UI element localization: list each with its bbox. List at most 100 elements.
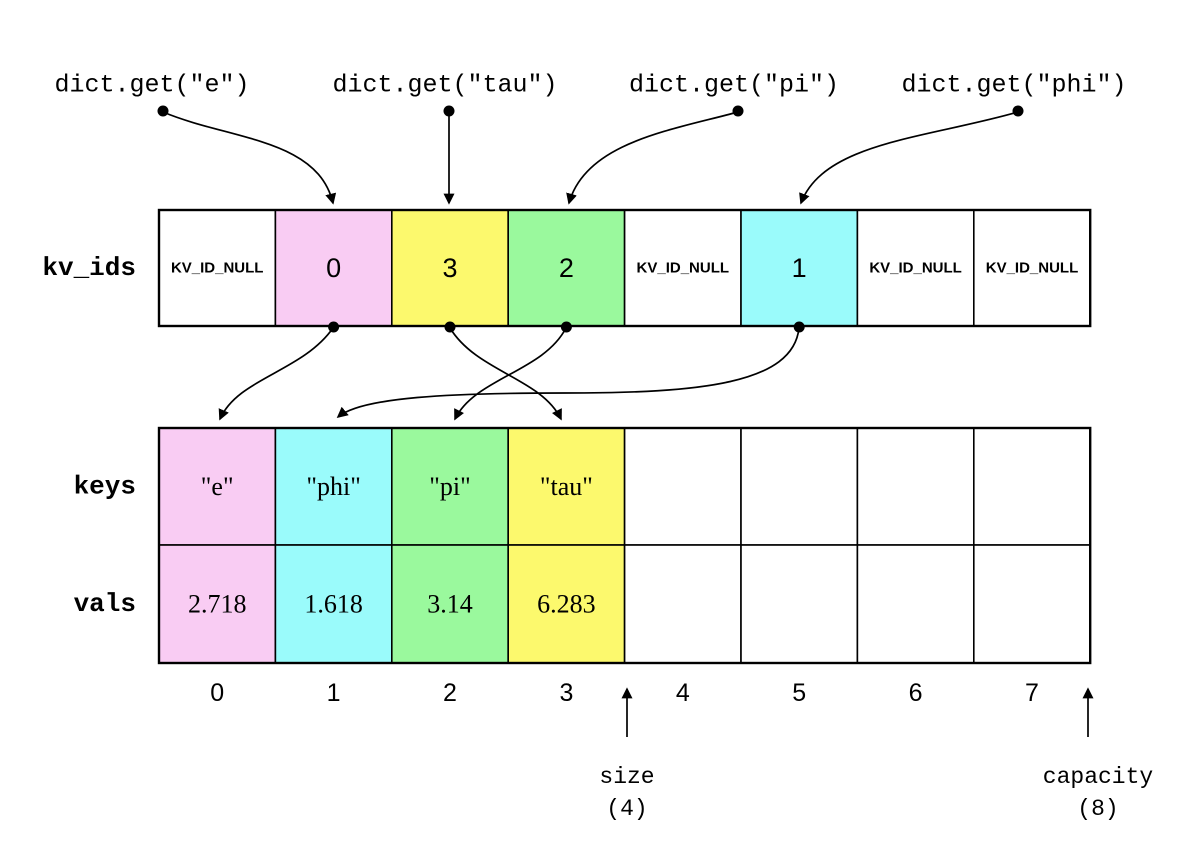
vals-cell-3-box	[507, 544, 626, 664]
kv-ids-cell-4-value: KV_ID_NULL	[637, 260, 730, 277]
index-6: 6	[909, 679, 923, 707]
query-dot-phi	[1012, 105, 1024, 117]
keys-cell-2: "pi"	[390, 427, 509, 546]
keys-row-label: keys	[74, 472, 136, 502]
kv-ids-cell-2-value: 3	[442, 253, 457, 283]
kv-ids-cell-1: 0	[274, 209, 393, 327]
query-labels: dict.get("e") dict.get("tau") dict.get("…	[54, 71, 1126, 100]
slot-arrows	[218, 321, 805, 421]
vals-cell-4-box	[623, 544, 742, 664]
kv-ids-cell-5: 1	[740, 209, 859, 327]
index-3: 3	[559, 679, 573, 707]
vals-row-label: vals	[74, 589, 136, 619]
keys-cell-4-box	[623, 427, 742, 546]
keys-cell-3-value: "tau"	[540, 472, 593, 501]
kv-ids-cell-7-value: KV_ID_NULL	[986, 260, 1079, 277]
vals-cell-3: 6.283	[507, 544, 626, 664]
kv-ids-cell-3-box	[507, 209, 626, 327]
kv-ids-cell-4: KV_ID_NULL	[623, 209, 742, 327]
kv-ids-cell-4-box	[623, 209, 742, 327]
keys-cell-1-value: "phi"	[306, 472, 360, 501]
index-1: 1	[327, 679, 341, 707]
kv-ids-cell-1-value: 0	[326, 253, 341, 283]
vals-cell-3-value: 6.283	[537, 590, 596, 619]
kv-ids-row-label: kv_ids	[42, 253, 136, 283]
arrow-slot5-to-key1	[336, 327, 800, 419]
index-5: 5	[792, 679, 806, 707]
vals-cell-0-value: 2.718	[188, 590, 247, 619]
kv-ids-cell-0-box	[158, 209, 277, 327]
slot1-dot	[328, 321, 340, 333]
size-value: (4)	[606, 796, 647, 822]
kv-ids-cell-0: KV_ID_NULL	[158, 209, 277, 327]
vals-cell-4	[623, 544, 742, 664]
keys-cell-3-box	[507, 427, 626, 546]
arrow-slot2-to-key3	[449, 327, 562, 421]
keys-cell-1: "phi"	[274, 427, 393, 546]
vals-cell-6-box	[856, 544, 975, 664]
vals-cell-0-box	[158, 544, 277, 664]
kv-ids-cell-6-box	[856, 209, 975, 327]
vals-row: 2.718 1.618 3.14 6.283	[157, 426, 1092, 665]
slot2-dot	[444, 321, 456, 333]
keys-cell-3: "tau"	[507, 427, 626, 546]
size-annotation: size (4)	[599, 687, 655, 822]
vals-cell-7-box	[972, 544, 1091, 664]
vals-cell-7	[972, 544, 1091, 664]
vals-cell-6	[856, 544, 975, 664]
kv-ids-row: KV_ID_NULL 0 3 2 KV_ID_NULL 1 KV_ID_NULL	[157, 208, 1092, 328]
vals-cell-1-box	[274, 544, 393, 664]
capacity-label: capacity	[1043, 764, 1154, 790]
kv-ids-cell-5-value: 1	[792, 253, 807, 283]
slot3-dot	[560, 321, 572, 333]
vals-cell-2: 3.14	[390, 544, 509, 664]
vals-cell-5-box	[740, 544, 859, 664]
index-0: 0	[210, 679, 224, 707]
kv-ids-cell-7: KV_ID_NULL	[972, 209, 1091, 327]
vals-cell-2-value: 3.14	[427, 590, 473, 619]
keys-cell-7-box	[972, 427, 1091, 546]
keys-cell-7	[972, 427, 1091, 546]
kv-ids-cell-2-box	[390, 209, 509, 327]
query-dot-pi	[732, 105, 744, 117]
keys-cell-6-box	[856, 427, 975, 546]
query-dot-tau	[443, 105, 455, 117]
kv-ids-cell-6: KV_ID_NULL	[856, 209, 975, 327]
keys-cell-0-box	[158, 427, 277, 546]
vals-cell-1-value: 1.618	[304, 590, 363, 619]
keys-cell-1-box	[274, 427, 393, 546]
keys-cell-6	[856, 427, 975, 546]
kv-ids-cell-3: 2	[507, 209, 626, 327]
capacity-value: (8)	[1077, 796, 1118, 822]
query-label-phi: dict.get("phi")	[901, 71, 1126, 100]
keys-cell-0-value: "e"	[201, 472, 234, 501]
keys-cell-2-value: "pi"	[429, 472, 470, 501]
kv-ids-cell-2: 3	[390, 209, 509, 327]
vals-cell-0: 2.718	[158, 544, 277, 664]
kv-ids-cell-3-value: 2	[559, 253, 574, 283]
keys-cell-2-box	[390, 427, 509, 546]
keys-vals-border	[157, 426, 1092, 665]
vals-cell-1: 1.618	[274, 544, 393, 664]
query-label-pi: dict.get("pi")	[629, 71, 839, 100]
kv-ids-row-border	[157, 208, 1092, 328]
arrow-slot1-to-key0	[218, 327, 334, 421]
size-label: size	[599, 764, 654, 790]
keys-cell-5	[740, 427, 859, 546]
index-2: 2	[443, 679, 457, 707]
keys-cell-5-box	[740, 427, 859, 546]
query-label-tau: dict.get("tau")	[332, 71, 557, 100]
kv-ids-cell-6-value: KV_ID_NULL	[869, 260, 962, 277]
index-7: 7	[1025, 679, 1039, 707]
arrow-e-to-slot1	[162, 111, 337, 205]
vals-cell-5	[740, 544, 859, 664]
arrow-slot3-to-key2	[454, 327, 567, 421]
slot5-dot	[793, 321, 805, 333]
arrow-phi-to-slot5	[799, 111, 1019, 205]
capacity-annotation: capacity (8)	[1043, 687, 1154, 822]
keys-row: "e" "phi" "pi" "tau"	[158, 427, 1091, 546]
arrow-pi-to-slot3	[566, 111, 739, 205]
kv-ids-cell-0-value: KV_ID_NULL	[171, 260, 264, 277]
keys-cell-0: "e"	[158, 427, 277, 546]
